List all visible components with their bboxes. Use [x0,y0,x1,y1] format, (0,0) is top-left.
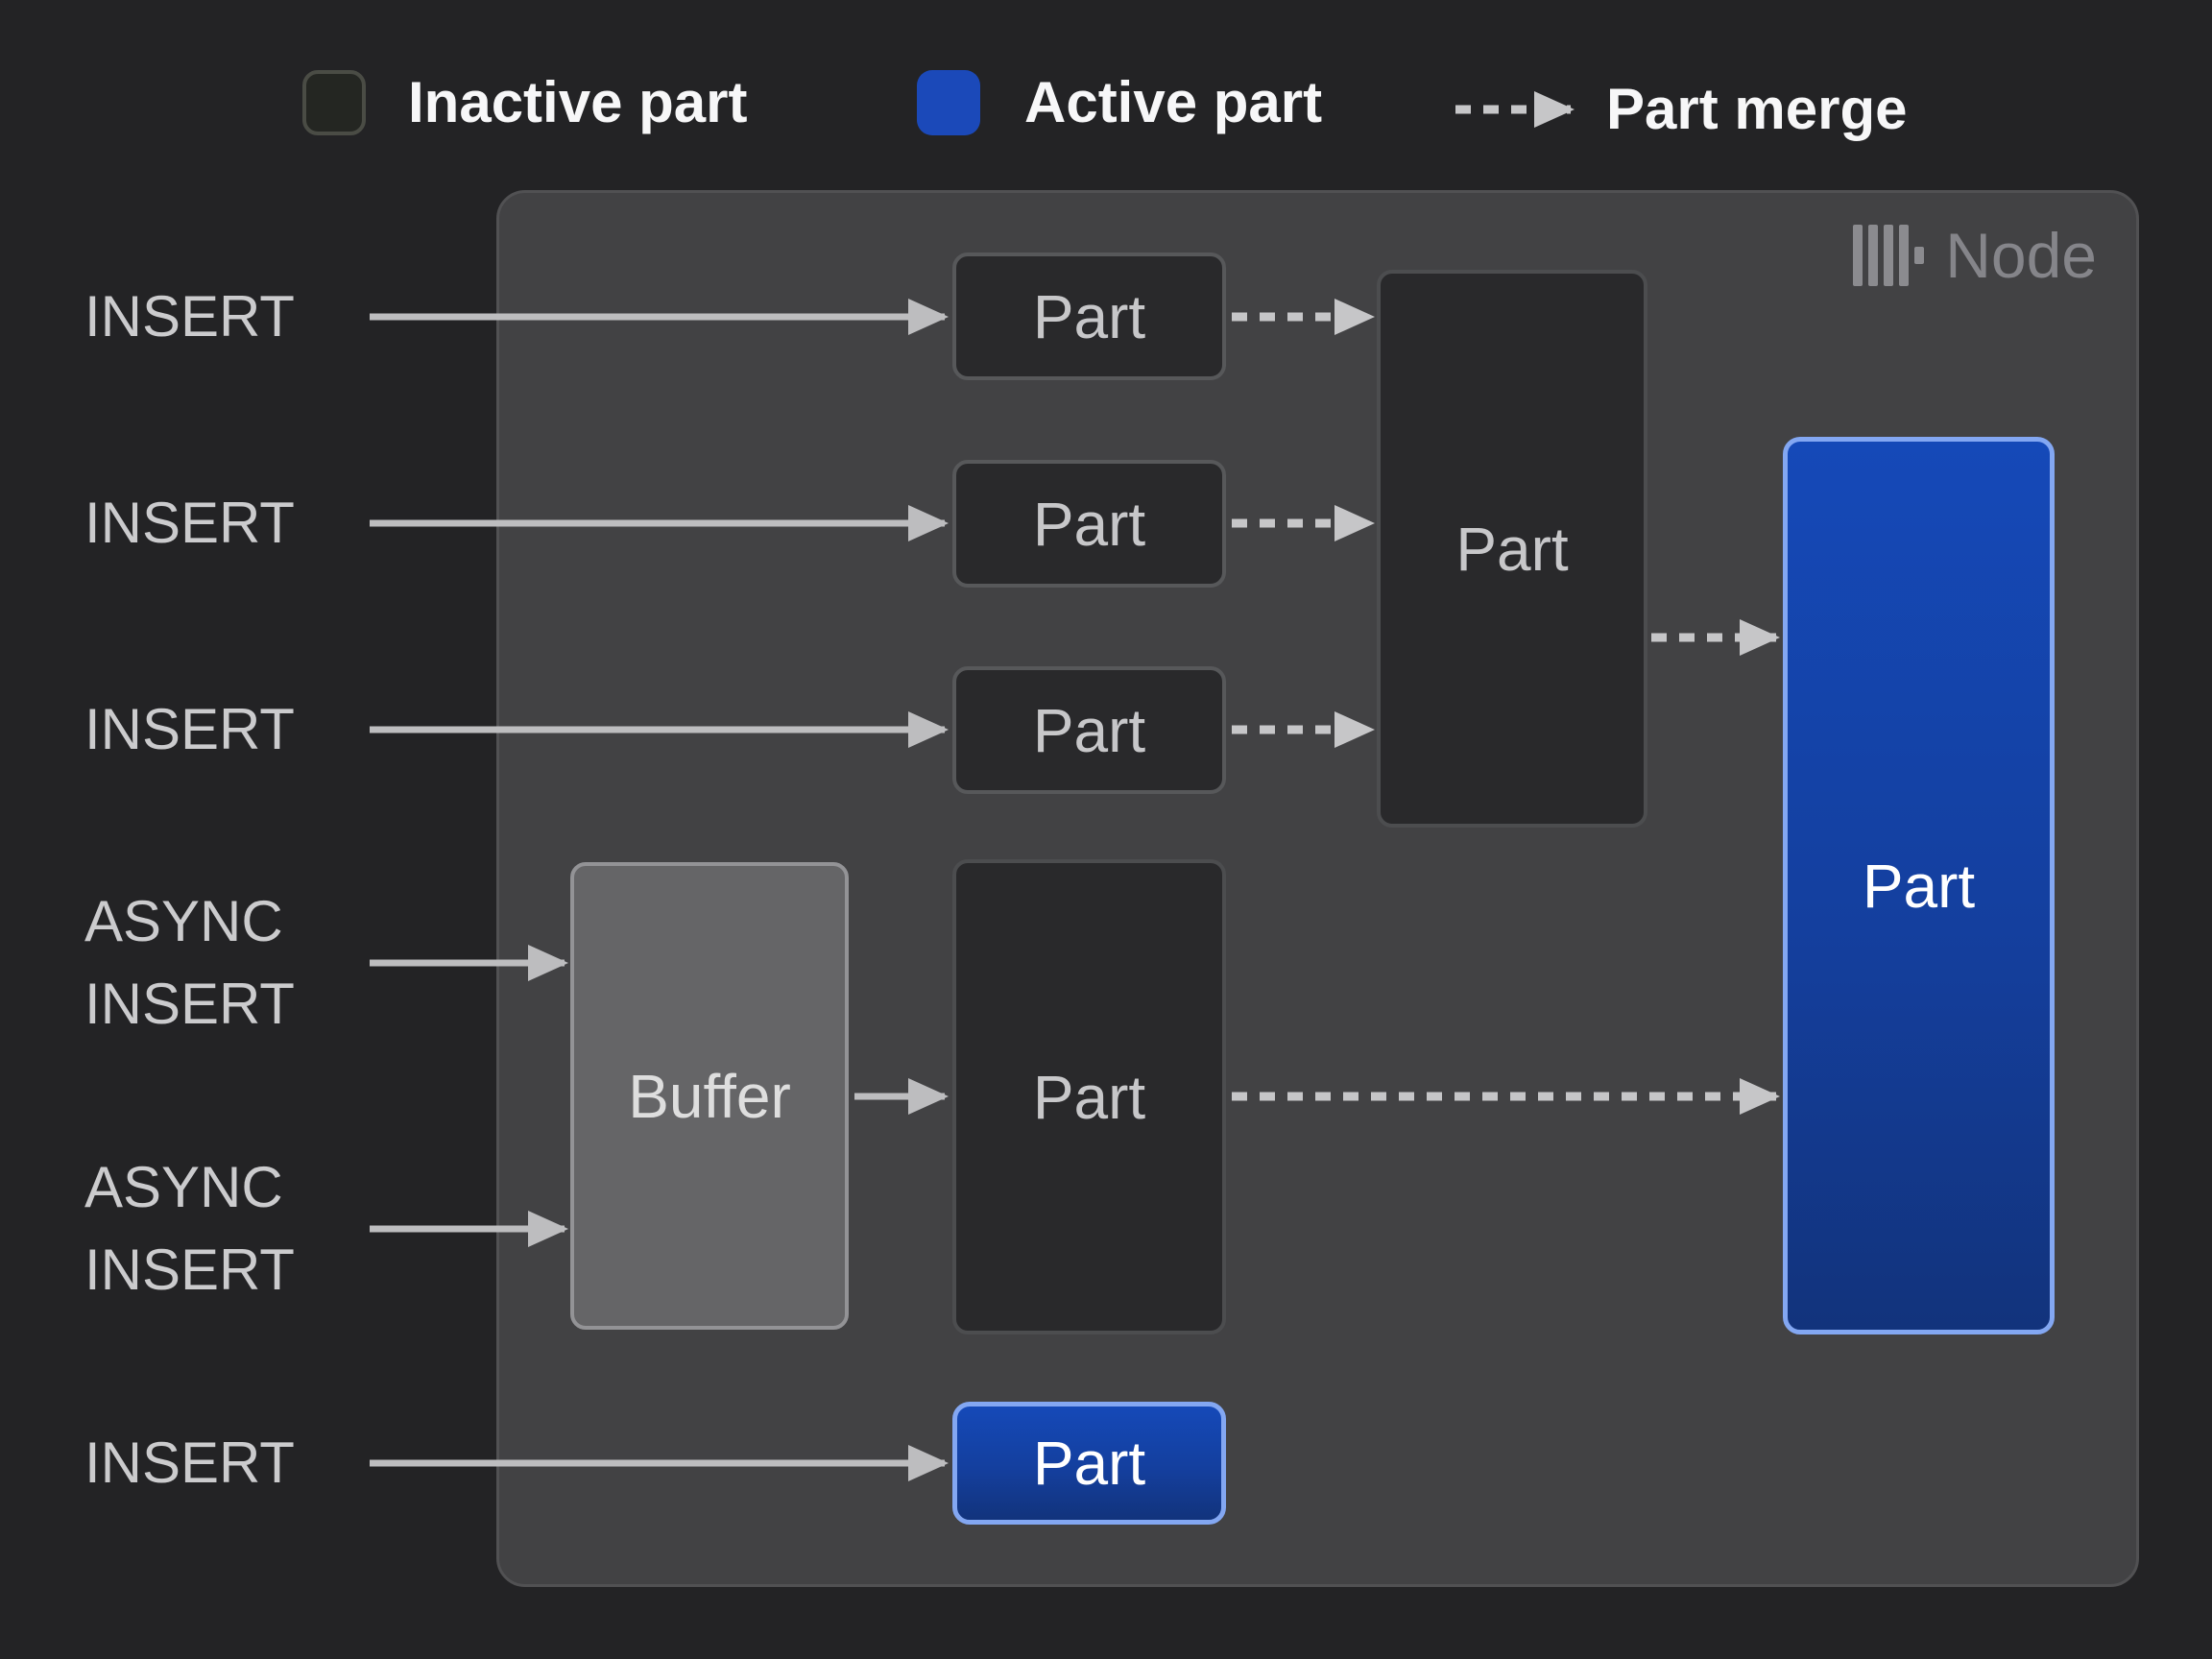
async-insert-label-1: ASYNC INSERT [84,889,295,1036]
active-part-swatch [917,69,980,135]
insert-label-2: INSERT [84,491,295,555]
insert-label-3: INSERT [84,697,295,761]
merged-part-box: Part [1377,270,1647,828]
active-part-large-label: Part [1862,851,1976,921]
legend-item-inactive: Inactive part [302,69,747,135]
part-box-2-label: Part [1032,489,1146,559]
buffer-part-label: Part [1032,1062,1146,1132]
insert-label-4: INSERT [84,1431,295,1495]
active-part-box-small: Part [952,1402,1226,1525]
merged-part-label: Part [1455,514,1569,584]
legend-active-label: Active part [1024,70,1323,134]
clickhouse-logo-icon [1853,225,1925,286]
active-part-small-label: Part [1032,1429,1146,1498]
node-title-label: Node [1945,220,2097,291]
legend-item-merge: Part merge [1606,76,1907,142]
active-part-box-large: Part [1783,437,2055,1334]
async-insert-label-2: ASYNC INSERT [84,1155,295,1302]
legend-merge-label: Part merge [1606,77,1908,141]
part-box-1: Part [952,252,1226,380]
part-box-2: Part [952,460,1226,588]
legend-item-active: Active part [917,69,1322,135]
node-title: Node [1853,219,2097,292]
part-box-3-label: Part [1032,695,1146,765]
insert-label-1: INSERT [84,284,295,349]
inactive-part-swatch [302,69,366,135]
buffer-part-box: Part [952,859,1226,1334]
buffer-label: Buffer [628,1061,791,1131]
part-box-1-label: Part [1032,281,1146,351]
buffer-box: Buffer [570,862,849,1330]
part-box-3: Part [952,666,1226,794]
legend-inactive-label: Inactive part [408,70,748,134]
